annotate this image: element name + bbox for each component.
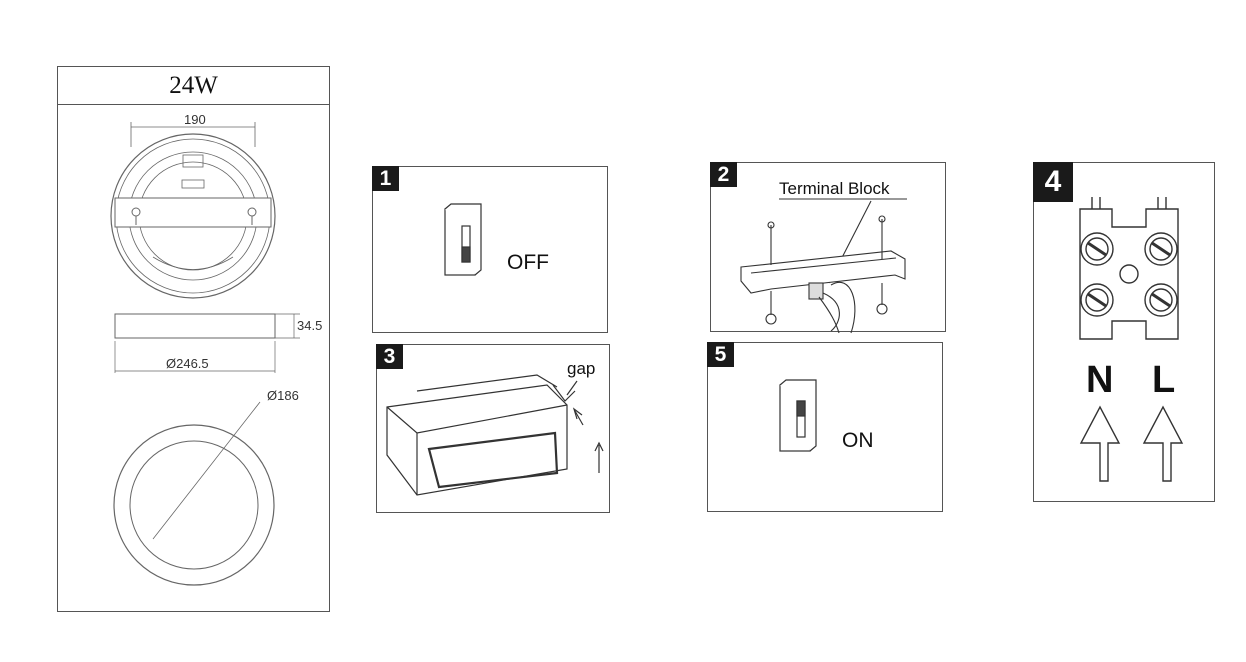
step-2-panel: 2 Terminal Block: [710, 162, 946, 334]
step-1-panel: 1 OFF: [372, 166, 608, 333]
step-2-badge: 2: [710, 162, 737, 187]
step-4-badge: 4: [1033, 162, 1073, 202]
neutral-label: N: [1086, 359, 1114, 401]
bottom-view-ring: [113, 401, 275, 586]
screw-bottom-left: [1080, 283, 1114, 317]
live-label: L: [1152, 359, 1176, 401]
switch-on-icon: [779, 379, 817, 452]
step-3-badge: 3: [376, 344, 403, 369]
inner-diameter-label: Ø186: [267, 388, 299, 403]
step-3-panel: 3 gap: [376, 344, 610, 513]
screw-top-right: [1144, 232, 1178, 266]
spec-drawing: [110, 122, 300, 586]
live-arrow-icon: [1142, 405, 1184, 482]
top-view-lamp: [110, 133, 276, 299]
height-label: 34.5: [297, 318, 323, 333]
screw-top-left: [1080, 232, 1114, 266]
step-5-panel: 5 ON: [707, 342, 943, 512]
side-view-lamp: [114, 313, 300, 373]
switch-off-icon: [444, 203, 482, 276]
neutral-arrow-icon: [1079, 405, 1121, 482]
mounting-bracket-illustration: [740, 198, 907, 334]
width-label: 190: [184, 112, 206, 127]
step-1-badge: 1: [372, 166, 399, 191]
square-panel-illustration: [386, 374, 604, 496]
step-5-badge: 5: [707, 342, 734, 367]
on-label: ON: [842, 429, 874, 452]
screw-bottom-right: [1144, 283, 1178, 317]
terminal-block-wiring-diagram: [1079, 197, 1184, 482]
wattage-title: 24W: [58, 67, 329, 105]
terminal-block-label: Terminal Block: [779, 179, 890, 198]
width-dimension-line: [130, 122, 256, 147]
gap-label: gap: [567, 359, 596, 378]
off-label: OFF: [507, 251, 549, 274]
step-4-panel: 4: [1033, 162, 1215, 502]
spec-panel: 24W: [57, 66, 330, 612]
outer-diameter-label: Ø246.5: [166, 356, 209, 371]
